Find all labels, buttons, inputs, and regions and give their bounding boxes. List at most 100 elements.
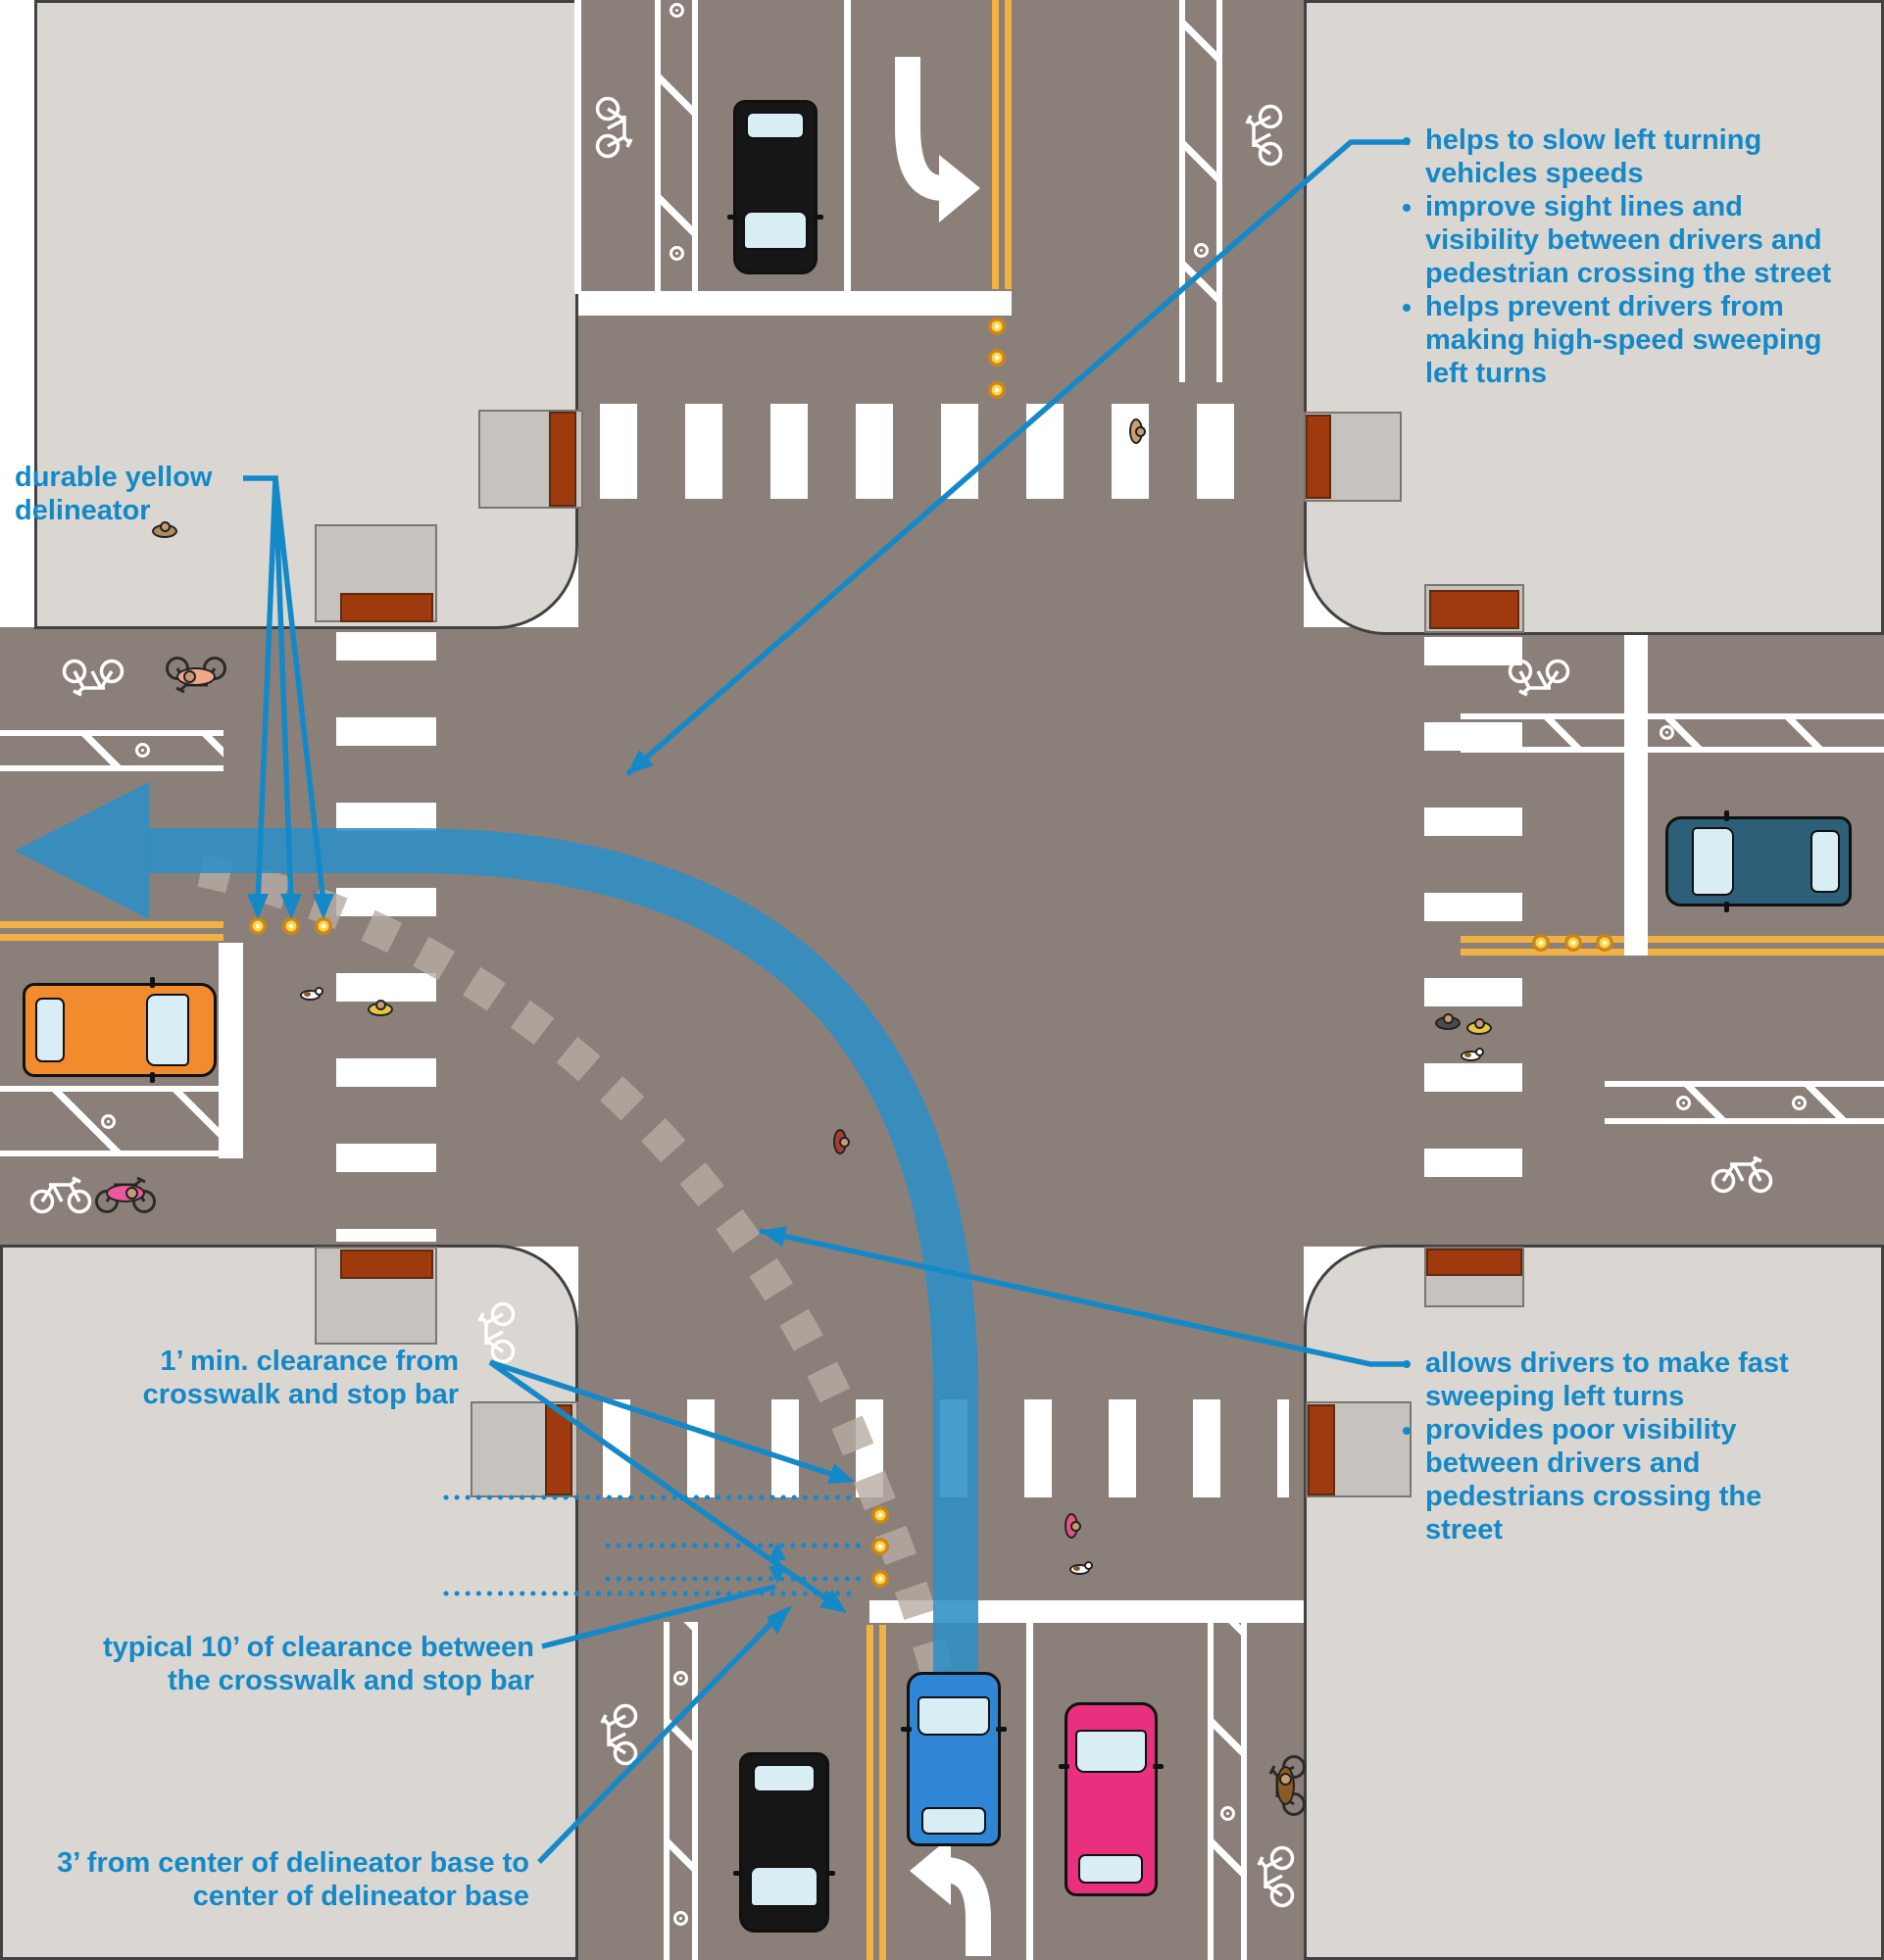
car-blue-left-turning — [901, 1672, 1007, 1846]
curb-ramp — [1429, 590, 1519, 629]
lane-line — [1026, 1622, 1033, 1960]
bike-lane-icon — [596, 1703, 639, 1766]
windshield — [1074, 1729, 1147, 1774]
spacing-3ft-label: 3’ from center of delineator base to cen… — [57, 1847, 529, 1912]
bike-buffer — [1208, 1622, 1247, 1960]
curb-ramp — [549, 412, 576, 507]
crosswalk-north — [600, 404, 1278, 499]
pedestrian-sidewalk — [151, 520, 178, 538]
delineator-icon — [871, 1570, 889, 1588]
side-mirror — [996, 1727, 1007, 1733]
cyclist-head — [125, 1187, 138, 1200]
double-yellow-line — [0, 921, 223, 941]
bike-lane-icon — [1241, 104, 1284, 167]
cyclist-northbound — [1264, 1754, 1308, 1817]
rear-window — [1078, 1853, 1143, 1885]
bike-lane-icon — [62, 658, 124, 701]
curb-ramp — [1308, 1404, 1335, 1495]
side-mirror — [1152, 1763, 1164, 1769]
rear-window — [920, 1807, 987, 1836]
bike-lane-icon — [594, 96, 637, 159]
pedestrian-head — [374, 999, 386, 1010]
flex-post-icon — [1193, 242, 1209, 258]
lane-line — [844, 0, 851, 291]
bullet-item: improve sight lines and visibility betwe… — [1425, 190, 1845, 290]
bike-lane-icon — [1710, 1152, 1773, 1195]
sidewalk-top-right — [1304, 0, 1884, 635]
bike-lane-icon — [29, 1172, 92, 1215]
cyclist-westbound — [165, 655, 227, 698]
bullet-item: helps to slow left turning vehicles spee… — [1425, 123, 1845, 190]
left-turn-arrow-marking — [895, 57, 945, 201]
flex-post-icon — [669, 2, 684, 18]
pedestrian-head — [159, 520, 171, 532]
bike-buffer — [655, 0, 698, 316]
parked-bike-icon — [473, 1301, 517, 1364]
hardened-turn-path — [147, 828, 978, 1759]
flex-post-icon — [672, 1670, 688, 1686]
pedestrian-right-crosswalk-2 — [1465, 1017, 1493, 1035]
left-turn-arrow-marking — [945, 1857, 991, 1956]
flex-post-icon — [1219, 1805, 1235, 1821]
turn-path-arrowhead — [15, 782, 149, 919]
pedestrian-left-crosswalk — [367, 999, 394, 1016]
cyclist-eastbound — [94, 1172, 157, 1215]
flex-post-icon — [134, 742, 150, 758]
sidewalk-bottom-right — [1304, 1245, 1884, 1960]
delineator-icon — [282, 917, 300, 935]
bullet-item: provides poor visibility between drivers… — [1425, 1413, 1845, 1546]
stop-bar-north — [578, 291, 1012, 316]
bullet-item: helps prevent drivers from making high-s… — [1425, 290, 1845, 390]
delineator-icon — [871, 1538, 889, 1555]
side-mirror — [1058, 1763, 1069, 1769]
delineator-icon — [988, 349, 1006, 367]
bullet-item: allows drivers to make fast sweeping lef… — [1425, 1347, 1845, 1413]
windshield — [917, 1696, 990, 1737]
curb-ramp — [1306, 415, 1331, 499]
drawbacks-list: allows drivers to make fast sweeping lef… — [1384, 1347, 1845, 1546]
flex-post-icon — [1791, 1095, 1807, 1110]
delineator-icon — [988, 381, 1006, 399]
cat-icon — [300, 987, 323, 1001]
delineator-icon — [988, 318, 1006, 335]
dog-icon — [1461, 1048, 1484, 1061]
stop-bar-east — [1624, 635, 1648, 956]
flex-post-icon — [1675, 1095, 1691, 1110]
crosswalk-east — [1424, 637, 1522, 1227]
pedestrian-head — [1473, 1017, 1485, 1029]
delineator-icon — [249, 917, 267, 935]
delineator-icon — [1596, 934, 1613, 952]
delineator-icon — [1532, 934, 1550, 952]
delineator-icon — [1564, 934, 1582, 952]
double-yellow-line — [867, 1625, 886, 1960]
car-pink-northbound — [1058, 1702, 1164, 1896]
bike-buffer — [0, 730, 223, 771]
bike-lane-line — [574, 0, 581, 294]
clearance-10ft-label: typical 10’ of clearance between the cro… — [102, 1632, 534, 1696]
flex-post-icon — [669, 245, 684, 261]
bike-lane-icon — [1253, 1845, 1296, 1908]
bike-buffer — [1605, 1081, 1884, 1124]
clearance-1ft-label: 1’ min. clearance from crosswalk and sto… — [142, 1346, 459, 1410]
flex-post-icon — [100, 1113, 116, 1129]
delineator-label: durable yellow delineator — [15, 462, 213, 526]
bike-buffer — [1179, 0, 1222, 382]
flex-post-icon — [672, 1910, 688, 1926]
delineator-icon — [315, 917, 332, 935]
curb-ramp — [340, 1250, 433, 1279]
curb-ramp — [1426, 1249, 1522, 1276]
stop-bar-west — [219, 943, 243, 1158]
flex-post-icon — [1659, 724, 1674, 740]
delineator-icon — [871, 1506, 889, 1524]
sidewalk-bottom-left — [0, 1245, 578, 1960]
bike-lane-icon — [1508, 658, 1570, 701]
side-mirror — [901, 1727, 912, 1733]
sidewalk-top-left — [34, 0, 578, 629]
double-yellow-line — [992, 0, 1012, 289]
pedestrian-right-crosswalk — [1434, 1012, 1462, 1030]
dog-icon — [1069, 1561, 1093, 1575]
benefits-list: helps to slow left turning vehicles spee… — [1384, 123, 1845, 390]
